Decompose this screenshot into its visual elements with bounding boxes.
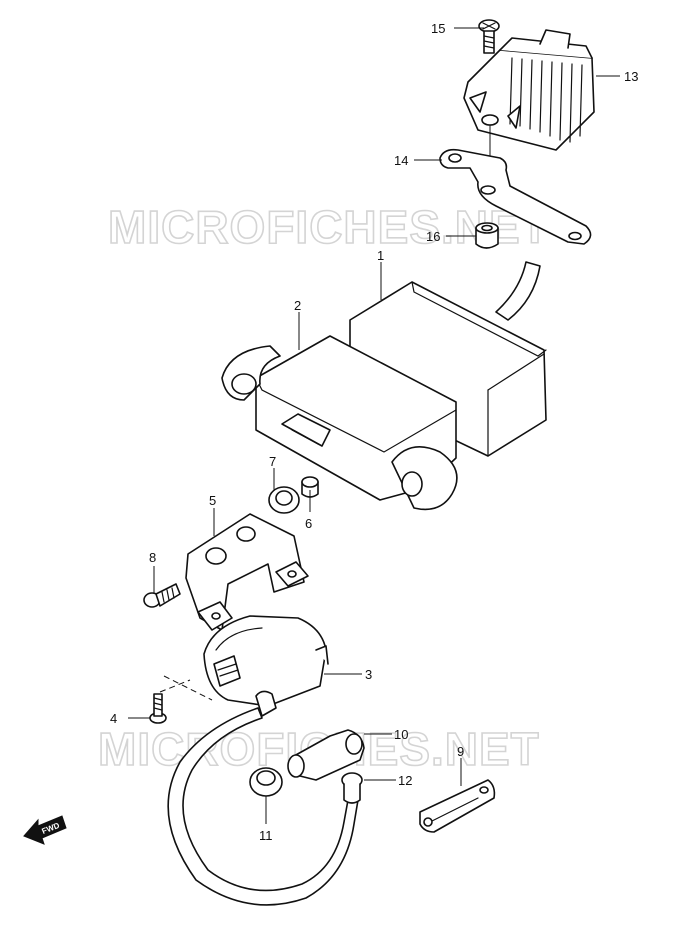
callout-14: 14 <box>394 153 408 168</box>
callout-7: 7 <box>269 454 276 469</box>
callout-9: 9 <box>457 744 464 759</box>
callout-4: 4 <box>110 711 117 726</box>
callout-3: 3 <box>365 667 372 682</box>
part-7-grommet[interactable] <box>268 486 300 514</box>
callout-11: 11 <box>259 828 273 843</box>
part-14-bracket[interactable] <box>439 148 592 245</box>
callout-6: 6 <box>305 516 312 531</box>
part-6-collar[interactable] <box>301 476 319 498</box>
part-11-seal[interactable] <box>249 767 283 797</box>
callout-8: 8 <box>149 550 156 565</box>
callout-12: 12 <box>398 773 412 788</box>
part-2-rubber-mount[interactable] <box>221 335 458 511</box>
callout-1: 1 <box>377 248 384 263</box>
part-10-plug-cap[interactable] <box>287 729 365 781</box>
callout-5: 5 <box>209 493 216 508</box>
part-9-clamp[interactable] <box>419 779 496 833</box>
part-5-bracket[interactable] <box>185 513 309 631</box>
callout-10: 10 <box>394 727 408 742</box>
part-16-spacer[interactable] <box>475 222 499 249</box>
callout-2: 2 <box>294 298 301 313</box>
part-8-bolt[interactable] <box>143 583 181 608</box>
callout-15: 15 <box>431 21 445 36</box>
callout-16: 16 <box>426 229 440 244</box>
part-4-screw[interactable] <box>149 693 167 724</box>
part-12-cap[interactable] <box>341 772 363 804</box>
fwd-arrow-icon: FWD <box>23 815 67 845</box>
callout-13: 13 <box>624 69 638 84</box>
part-3-ignition-coil[interactable] <box>203 615 329 717</box>
part-13-regulator[interactable] <box>463 29 595 151</box>
part-15-screw[interactable] <box>478 19 500 54</box>
